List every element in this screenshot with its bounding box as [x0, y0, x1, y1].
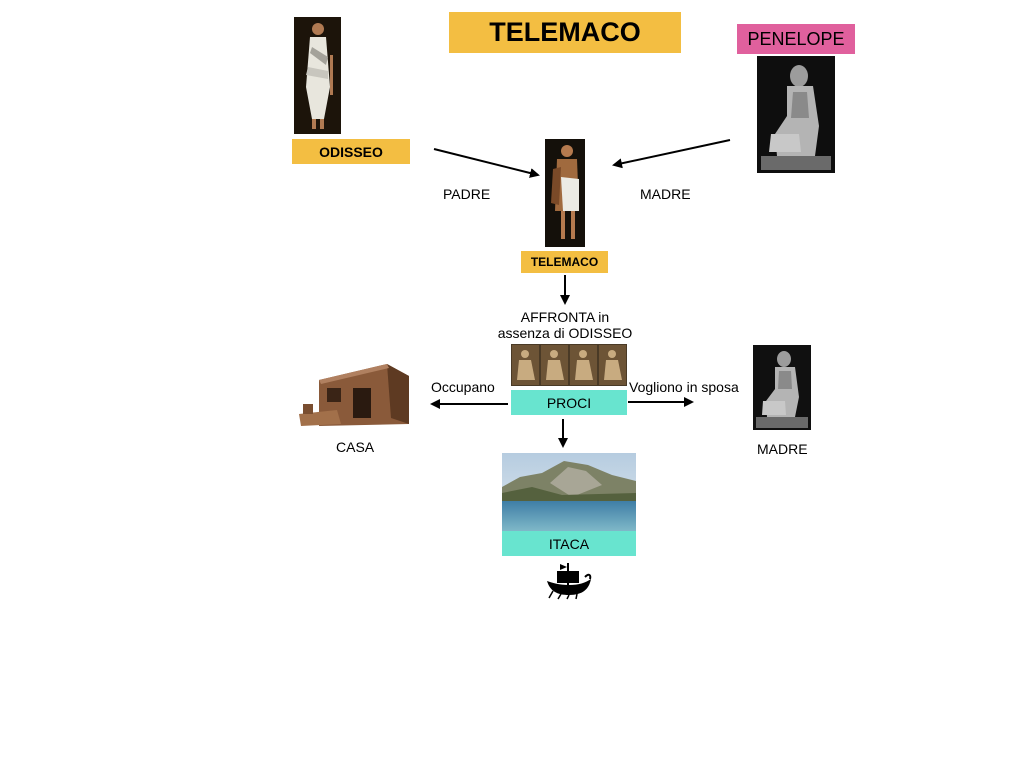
telemaco-label: TELEMACO: [521, 251, 608, 273]
arrow-penelope-telemaco: [612, 139, 731, 169]
arrow-odisseo-telemaco: [433, 148, 540, 178]
island-landscape-icon: [502, 453, 636, 531]
affronta-label: AFFRONTA in assenza di ODISSEO: [490, 309, 640, 341]
penelope-label: PENELOPE: [737, 24, 855, 54]
ship-icon: [545, 561, 592, 600]
affronta-line-1: AFFRONTA in: [520, 309, 610, 325]
penelope-statue-icon: [757, 56, 835, 173]
madre-bottom-label: MADRE: [757, 441, 808, 457]
vogliono-label: Vogliono in sposa: [629, 379, 739, 395]
casa-label: CASA: [336, 439, 375, 455]
itaca-label: ITACA: [502, 531, 636, 556]
penelope-statue-small-icon: [753, 345, 811, 430]
affronta-line-2: assenza di ODISSEO: [497, 325, 633, 341]
odisseo-label: ODISSEO: [292, 139, 410, 164]
house-icon: [297, 358, 412, 430]
occupano-label: Occupano: [431, 379, 495, 395]
odisseo-figure-icon: [294, 17, 341, 134]
telemaco-figure-icon: [545, 139, 585, 247]
padre-label: PADRE: [443, 186, 491, 202]
page-title: TELEMACO: [449, 12, 681, 53]
suitors-frieze-icon: [511, 344, 627, 386]
madre-label: MADRE: [640, 186, 691, 202]
proci-label: PROCI: [511, 390, 627, 415]
